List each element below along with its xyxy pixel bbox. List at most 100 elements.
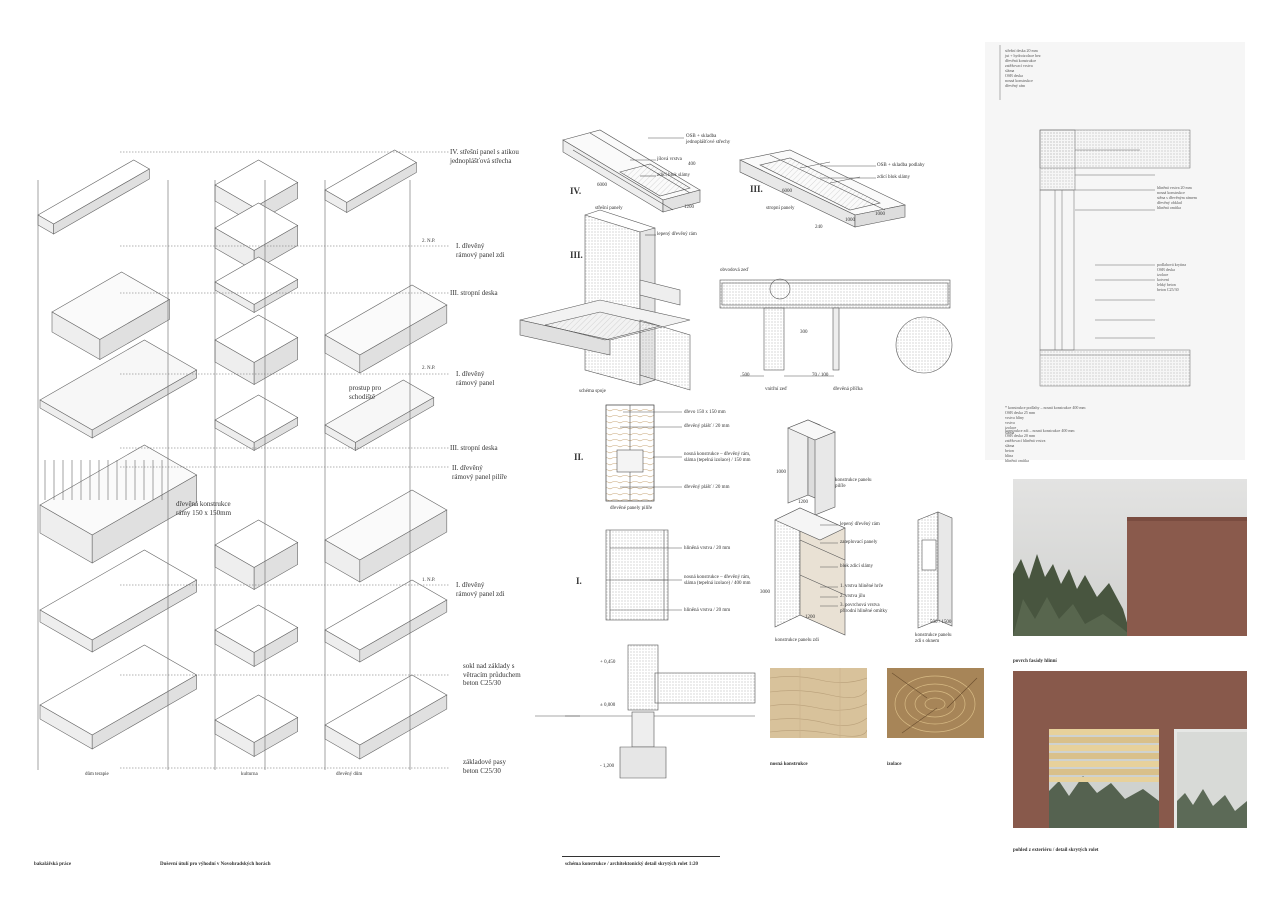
pillar-label-3: dřevěný plášť / 20 mm bbox=[684, 485, 730, 490]
facade-photo bbox=[1013, 479, 1247, 636]
iii-dim-3: 240 bbox=[815, 225, 823, 230]
column-label-culture: kulturna bbox=[241, 772, 258, 777]
wall-iso-label-3: 1. vrstva hliněné hrče bbox=[840, 584, 884, 589]
pillar-iso-caption: konstrukce panelu pilíře bbox=[835, 478, 872, 489]
corner-joint-iso bbox=[519, 209, 691, 391]
column-label-wooden-house: dřevěný dům bbox=[336, 772, 363, 777]
label-stair-opening: prostup pro schodiště bbox=[349, 384, 382, 401]
plan-caption-3: dřevěná příčka bbox=[833, 387, 863, 392]
level-plus-450: + 0,450 bbox=[600, 660, 616, 665]
pillar-dim-1: 1200 bbox=[798, 500, 808, 505]
plan-dim-1: 300 bbox=[800, 330, 808, 335]
foundation-right bbox=[359, 694, 448, 760]
label-frame-panel: I. dřevěný rámový panel bbox=[456, 370, 495, 387]
wall-section bbox=[605, 529, 669, 621]
iv-label-2: zdicí blok slámy bbox=[657, 173, 691, 178]
label-timber-frames: dřevěná konstrukce rámy 150 x 150mm bbox=[176, 500, 232, 517]
roman-i: I. bbox=[576, 576, 582, 586]
label-wall-panel-2: I. dřevěný rámový panel zdi bbox=[456, 581, 505, 598]
iii-dim-2: 1000 bbox=[875, 212, 885, 217]
pillar-label-0: dřevo 150 x 150 mm bbox=[684, 410, 726, 415]
plinth-right bbox=[359, 599, 448, 663]
material-wood-caption: nosná konstrukce bbox=[770, 762, 808, 767]
iv-label-1: jílová vrstva bbox=[657, 157, 682, 162]
footer-sheet-title: schéma konstrukce / architektonický deta… bbox=[565, 862, 699, 867]
level-mark-1: 2. N.P. bbox=[422, 239, 436, 244]
wall-iso bbox=[774, 507, 846, 636]
detail-mid-labels: hliněná vrstva 20 mm nosná konstrukce st… bbox=[1157, 185, 1197, 210]
facade-photo-caption: povrch fasády hlinní bbox=[1013, 659, 1057, 664]
iii-dim-1: 1000 bbox=[845, 218, 855, 223]
wall-panels-left bbox=[99, 298, 170, 361]
floor-slab-left bbox=[91, 369, 197, 439]
label-plinth: sokl nad základy s větracím průduchem be… bbox=[463, 662, 521, 687]
iv-label-3: lepený dřevěný rám bbox=[657, 232, 697, 237]
detail-lower-labels: podlahová krytina OSB deska izolace kotv… bbox=[1157, 262, 1186, 292]
iv-dim-1: 1200 bbox=[684, 205, 694, 210]
wall-iso-label-2: blok zdicí slámy bbox=[840, 564, 874, 569]
iii-dim-0: 6000 bbox=[782, 189, 792, 194]
wall-iso-label-5: 3. povrchová vrstva přírodní hliněné omí… bbox=[840, 603, 888, 614]
label-floor-slab-1: III. stropní deska bbox=[450, 289, 498, 297]
window-photo bbox=[1013, 671, 1247, 828]
corner-caption: schéma spoje bbox=[579, 389, 606, 394]
pillar-caption: dřevěné panely pilíře bbox=[610, 506, 653, 511]
roof-right bbox=[346, 161, 417, 214]
footer-project-title: Duševní útulí pro výhodní v Novohradskýc… bbox=[160, 862, 271, 867]
plan-caption-1: obvodová zeď bbox=[720, 268, 749, 273]
iii-label-1: zdicí blok slámy bbox=[877, 175, 911, 180]
wall-iso-label-0: lepený dřevěný rám bbox=[840, 522, 880, 527]
iv-label-0: OSB + skladba jednoplášťové střechy bbox=[686, 134, 731, 145]
level-mark-3: 1. N.P. bbox=[422, 578, 436, 583]
material-straw-caption: izolace bbox=[887, 762, 902, 767]
iii-caption: stropní panely bbox=[766, 206, 795, 211]
iv-dim-2: 400 bbox=[688, 162, 696, 167]
label-roof-panel: IV. střešní panel s atikou jednoplášťová… bbox=[450, 148, 519, 165]
window-wall-caption: konstrukce panelu zdi s oknem bbox=[915, 633, 952, 644]
label-wall-panel-1: I. dřevěný rámový panel zdi bbox=[456, 242, 505, 259]
plan-dim-0: 500 bbox=[742, 373, 750, 378]
level-mark-2: 2. N.P. bbox=[422, 366, 436, 371]
roof-L-slab bbox=[53, 168, 150, 235]
footer-rule bbox=[562, 856, 720, 857]
material-straw-swatch bbox=[887, 668, 984, 738]
window-photo-caption: pohled z exteriéru / detail skrytých rol… bbox=[1013, 848, 1099, 853]
roman-iii-corner: III. bbox=[570, 250, 583, 260]
roman-iii: III. bbox=[750, 184, 763, 194]
foundation-section bbox=[535, 644, 756, 779]
wall-dim-1: 1200 bbox=[805, 615, 815, 620]
wall-label-2: hliněná vrstva / 20 mm bbox=[684, 608, 731, 613]
label-foundation: základové pasy beton C25/30 bbox=[463, 758, 506, 775]
frame-right bbox=[359, 509, 448, 583]
iv-dim-0: 6000 bbox=[597, 183, 607, 188]
label-pillar-panel: II. dřevěný rámový panel pilíře bbox=[452, 464, 507, 481]
iii-label-0: OSB + skladba podlahy bbox=[877, 163, 925, 168]
detail-bottom-notes: * konstrukce podlahy – nosná konstrukce … bbox=[1005, 405, 1086, 435]
level-minus-1200: - 1,200 bbox=[600, 764, 615, 769]
pillar-dim-0: 1000 bbox=[776, 470, 786, 475]
plan-caption-2: vnitřní zeď bbox=[765, 387, 788, 392]
roman-iv: IV. bbox=[570, 186, 582, 196]
plan-dim-2: 70 / 100 bbox=[812, 373, 829, 378]
roof-panel-iso bbox=[562, 129, 701, 213]
wall-dim-2: 500 / 1500 bbox=[930, 620, 952, 625]
wall-iso-caption: konstrukce panelu zdi bbox=[775, 638, 819, 643]
pillar-section bbox=[605, 404, 655, 502]
pillar-label-1: dřevěný plášť / 20 mm bbox=[684, 424, 730, 429]
wall-iso-label-1: zateplovací panely bbox=[840, 540, 878, 545]
roman-ii: II. bbox=[574, 452, 584, 462]
level-zero: ± 0,000 bbox=[600, 703, 616, 708]
wall-dim-0: 3000 bbox=[760, 590, 770, 595]
iv-caption: střešní panely bbox=[595, 206, 623, 211]
wall-iso-label-4: 2. vrstva jílu bbox=[840, 594, 866, 599]
window-wall-iso bbox=[917, 511, 953, 629]
pillar-label-2: nosná konstrukce – dřevěný rám, sláma (t… bbox=[684, 452, 751, 463]
plinth-left bbox=[91, 579, 197, 653]
wall-panels-right bbox=[359, 304, 448, 374]
detail-sheet bbox=[985, 42, 1245, 460]
wall-label-0: hliněná vrstva / 20 mm bbox=[684, 546, 731, 551]
foundation-left bbox=[91, 674, 197, 750]
